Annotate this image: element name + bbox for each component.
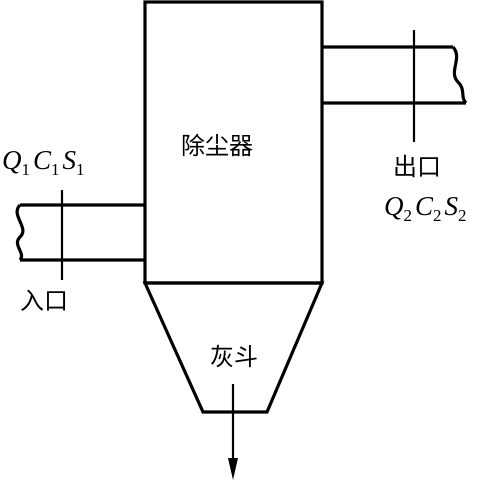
outlet-conc-symbol: C bbox=[415, 191, 434, 221]
inlet-flow-sub: 1 bbox=[21, 160, 31, 179]
inlet-label: 入口 bbox=[20, 287, 68, 315]
outlet-area-symbol: S bbox=[444, 191, 459, 221]
outlet-conc-sub: 2 bbox=[433, 206, 442, 225]
discharge-arrow bbox=[228, 384, 238, 480]
outlet-area-sub: 2 bbox=[458, 206, 467, 225]
inlet-conc-symbol: C bbox=[33, 145, 52, 175]
outlet-label: 出口 bbox=[393, 153, 441, 181]
inlet-conc-sub: 1 bbox=[51, 160, 60, 179]
collector-label: 除尘器 bbox=[181, 132, 253, 160]
inlet-flow-symbol: Q bbox=[2, 145, 22, 175]
inlet-area-sub: 1 bbox=[76, 160, 85, 179]
inlet-duct bbox=[15, 203, 145, 262]
outlet-duct bbox=[322, 45, 468, 105]
inlet-area-symbol: S bbox=[62, 145, 77, 175]
hopper-label: 灰斗 bbox=[210, 343, 258, 371]
outlet-flow-sub: 2 bbox=[403, 206, 413, 225]
ash-hopper bbox=[142, 281, 325, 414]
outlet-flow-symbol: Q bbox=[384, 191, 404, 221]
